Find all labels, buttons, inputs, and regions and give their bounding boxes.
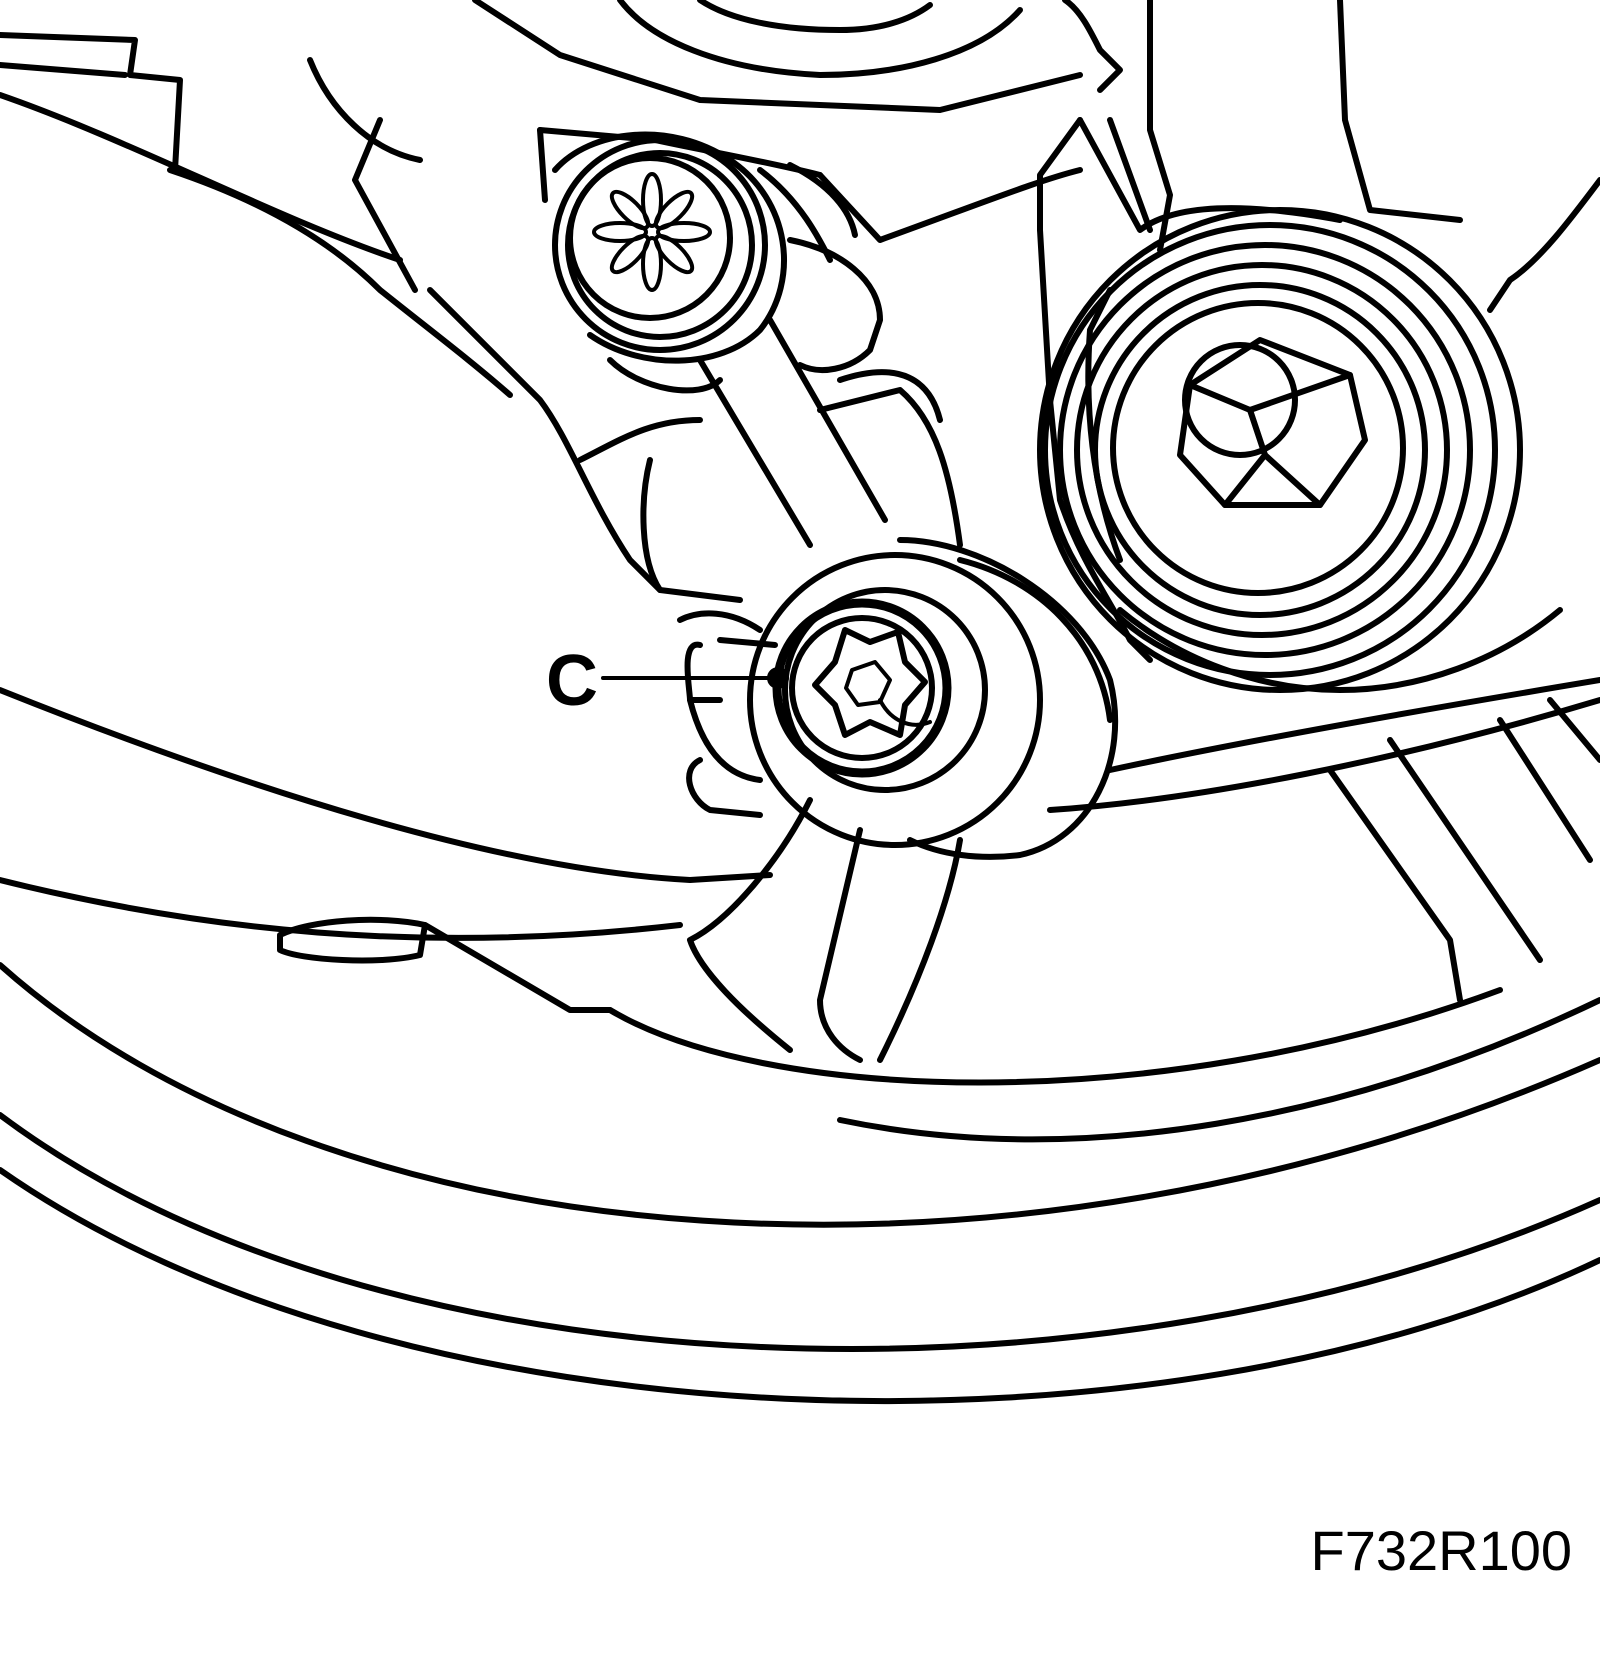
wheel-rim [0, 962, 1600, 1405]
hub-nut-assembly [1037, 207, 1563, 693]
suspension-arm [0, 32, 773, 1013]
callout-dot [767, 667, 789, 689]
figure-id: F732R100 [1310, 1519, 1572, 1582]
callout-c: C [546, 641, 789, 721]
link-rod [640, 317, 963, 593]
callout-label: C [546, 641, 598, 721]
lower-bolt [677, 537, 1119, 1063]
wheel-spokes [1047, 677, 1600, 1003]
upper-bolt [552, 131, 883, 394]
flower-head-icon [592, 172, 712, 292]
